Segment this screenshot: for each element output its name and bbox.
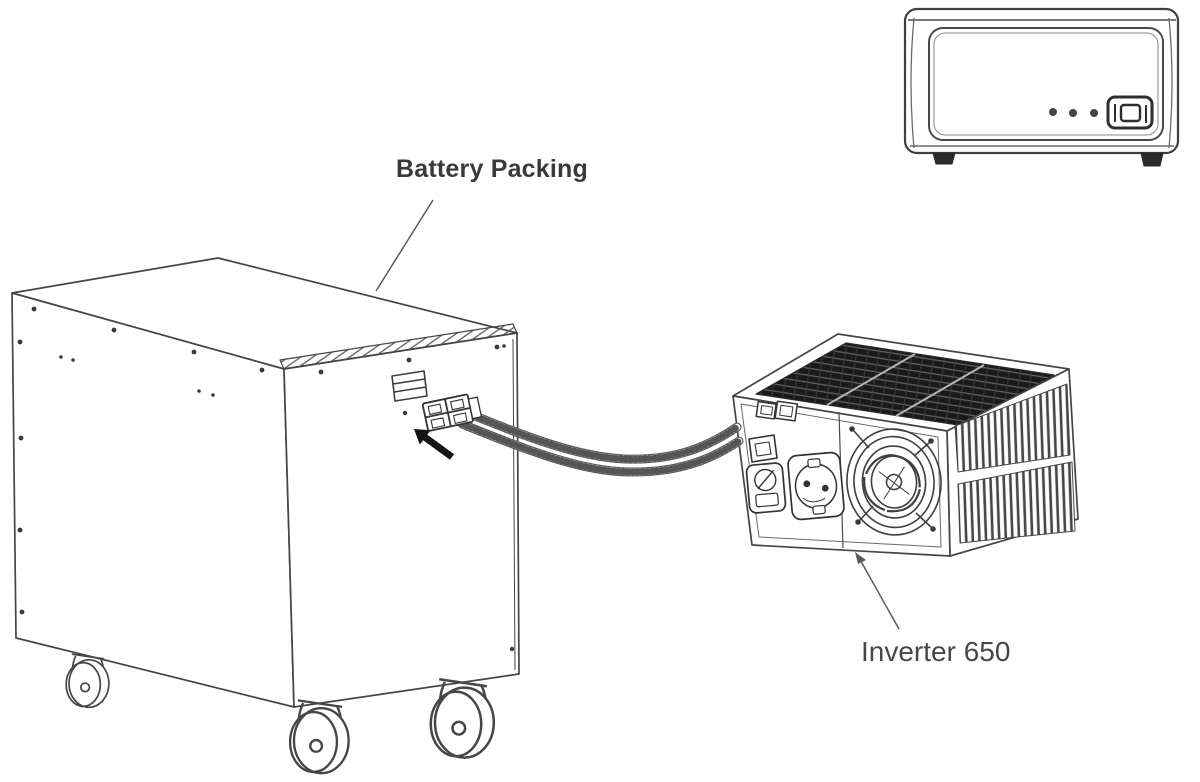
inverter-label: Inverter 650	[861, 636, 1011, 667]
cooling-fan-icon	[846, 426, 942, 536]
caster-wheel-icon	[429, 677, 496, 759]
connector-bracket	[391, 370, 428, 402]
inverter-leader-line	[857, 555, 900, 630]
led-indicators	[1049, 108, 1098, 117]
inverter-rear-view	[732, 333, 1079, 557]
side-vent-band-upper	[954, 383, 1071, 473]
caster-wheel-icon	[288, 699, 350, 775]
top-vent-grille	[755, 342, 1055, 427]
battery-packing-label: Battery Packing	[396, 155, 588, 183]
caster-wheel-icon	[65, 653, 110, 709]
ac-outlet-icon	[787, 451, 845, 521]
battery-box	[11, 257, 520, 775]
battery-cable	[455, 405, 744, 477]
direction-arrow-icon	[414, 429, 455, 460]
side-vent-band-lower	[957, 461, 1076, 544]
dc-connector	[421, 393, 483, 432]
top-edge-rail	[279, 323, 518, 370]
power-rocker-icon	[745, 462, 787, 514]
dc-terminal-block	[755, 400, 799, 422]
leader-lines	[375, 199, 900, 630]
breaker-switch-icon	[748, 434, 778, 463]
front-feet	[932, 152, 1164, 167]
screw-dots	[17, 306, 515, 652]
power-switch-icon	[1106, 95, 1154, 130]
inverter-front-view	[903, 7, 1180, 167]
battery-leader-line	[375, 199, 434, 292]
